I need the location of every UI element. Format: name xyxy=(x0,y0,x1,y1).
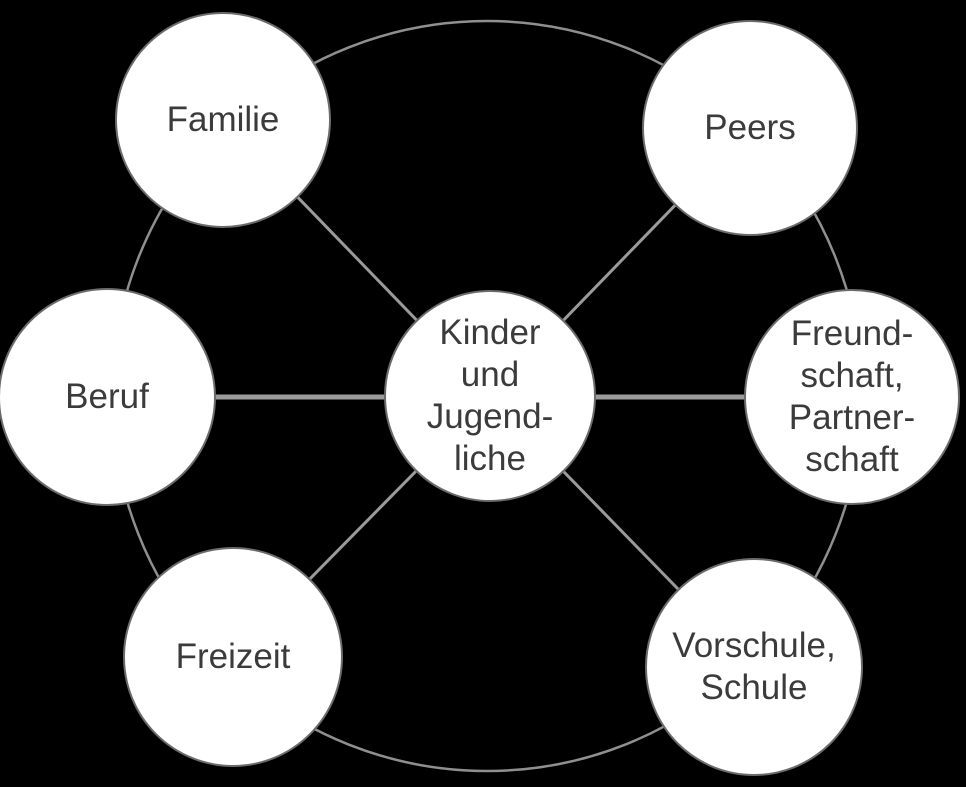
node-beruf-circle xyxy=(0,288,216,506)
node-freizeit-circle xyxy=(123,547,343,767)
node-center-circle xyxy=(384,290,596,502)
node-familie-circle xyxy=(115,12,331,228)
node-peers-circle xyxy=(642,20,858,236)
node-vorschule-circle xyxy=(645,558,863,776)
node-freundschaft-circle xyxy=(744,289,960,505)
